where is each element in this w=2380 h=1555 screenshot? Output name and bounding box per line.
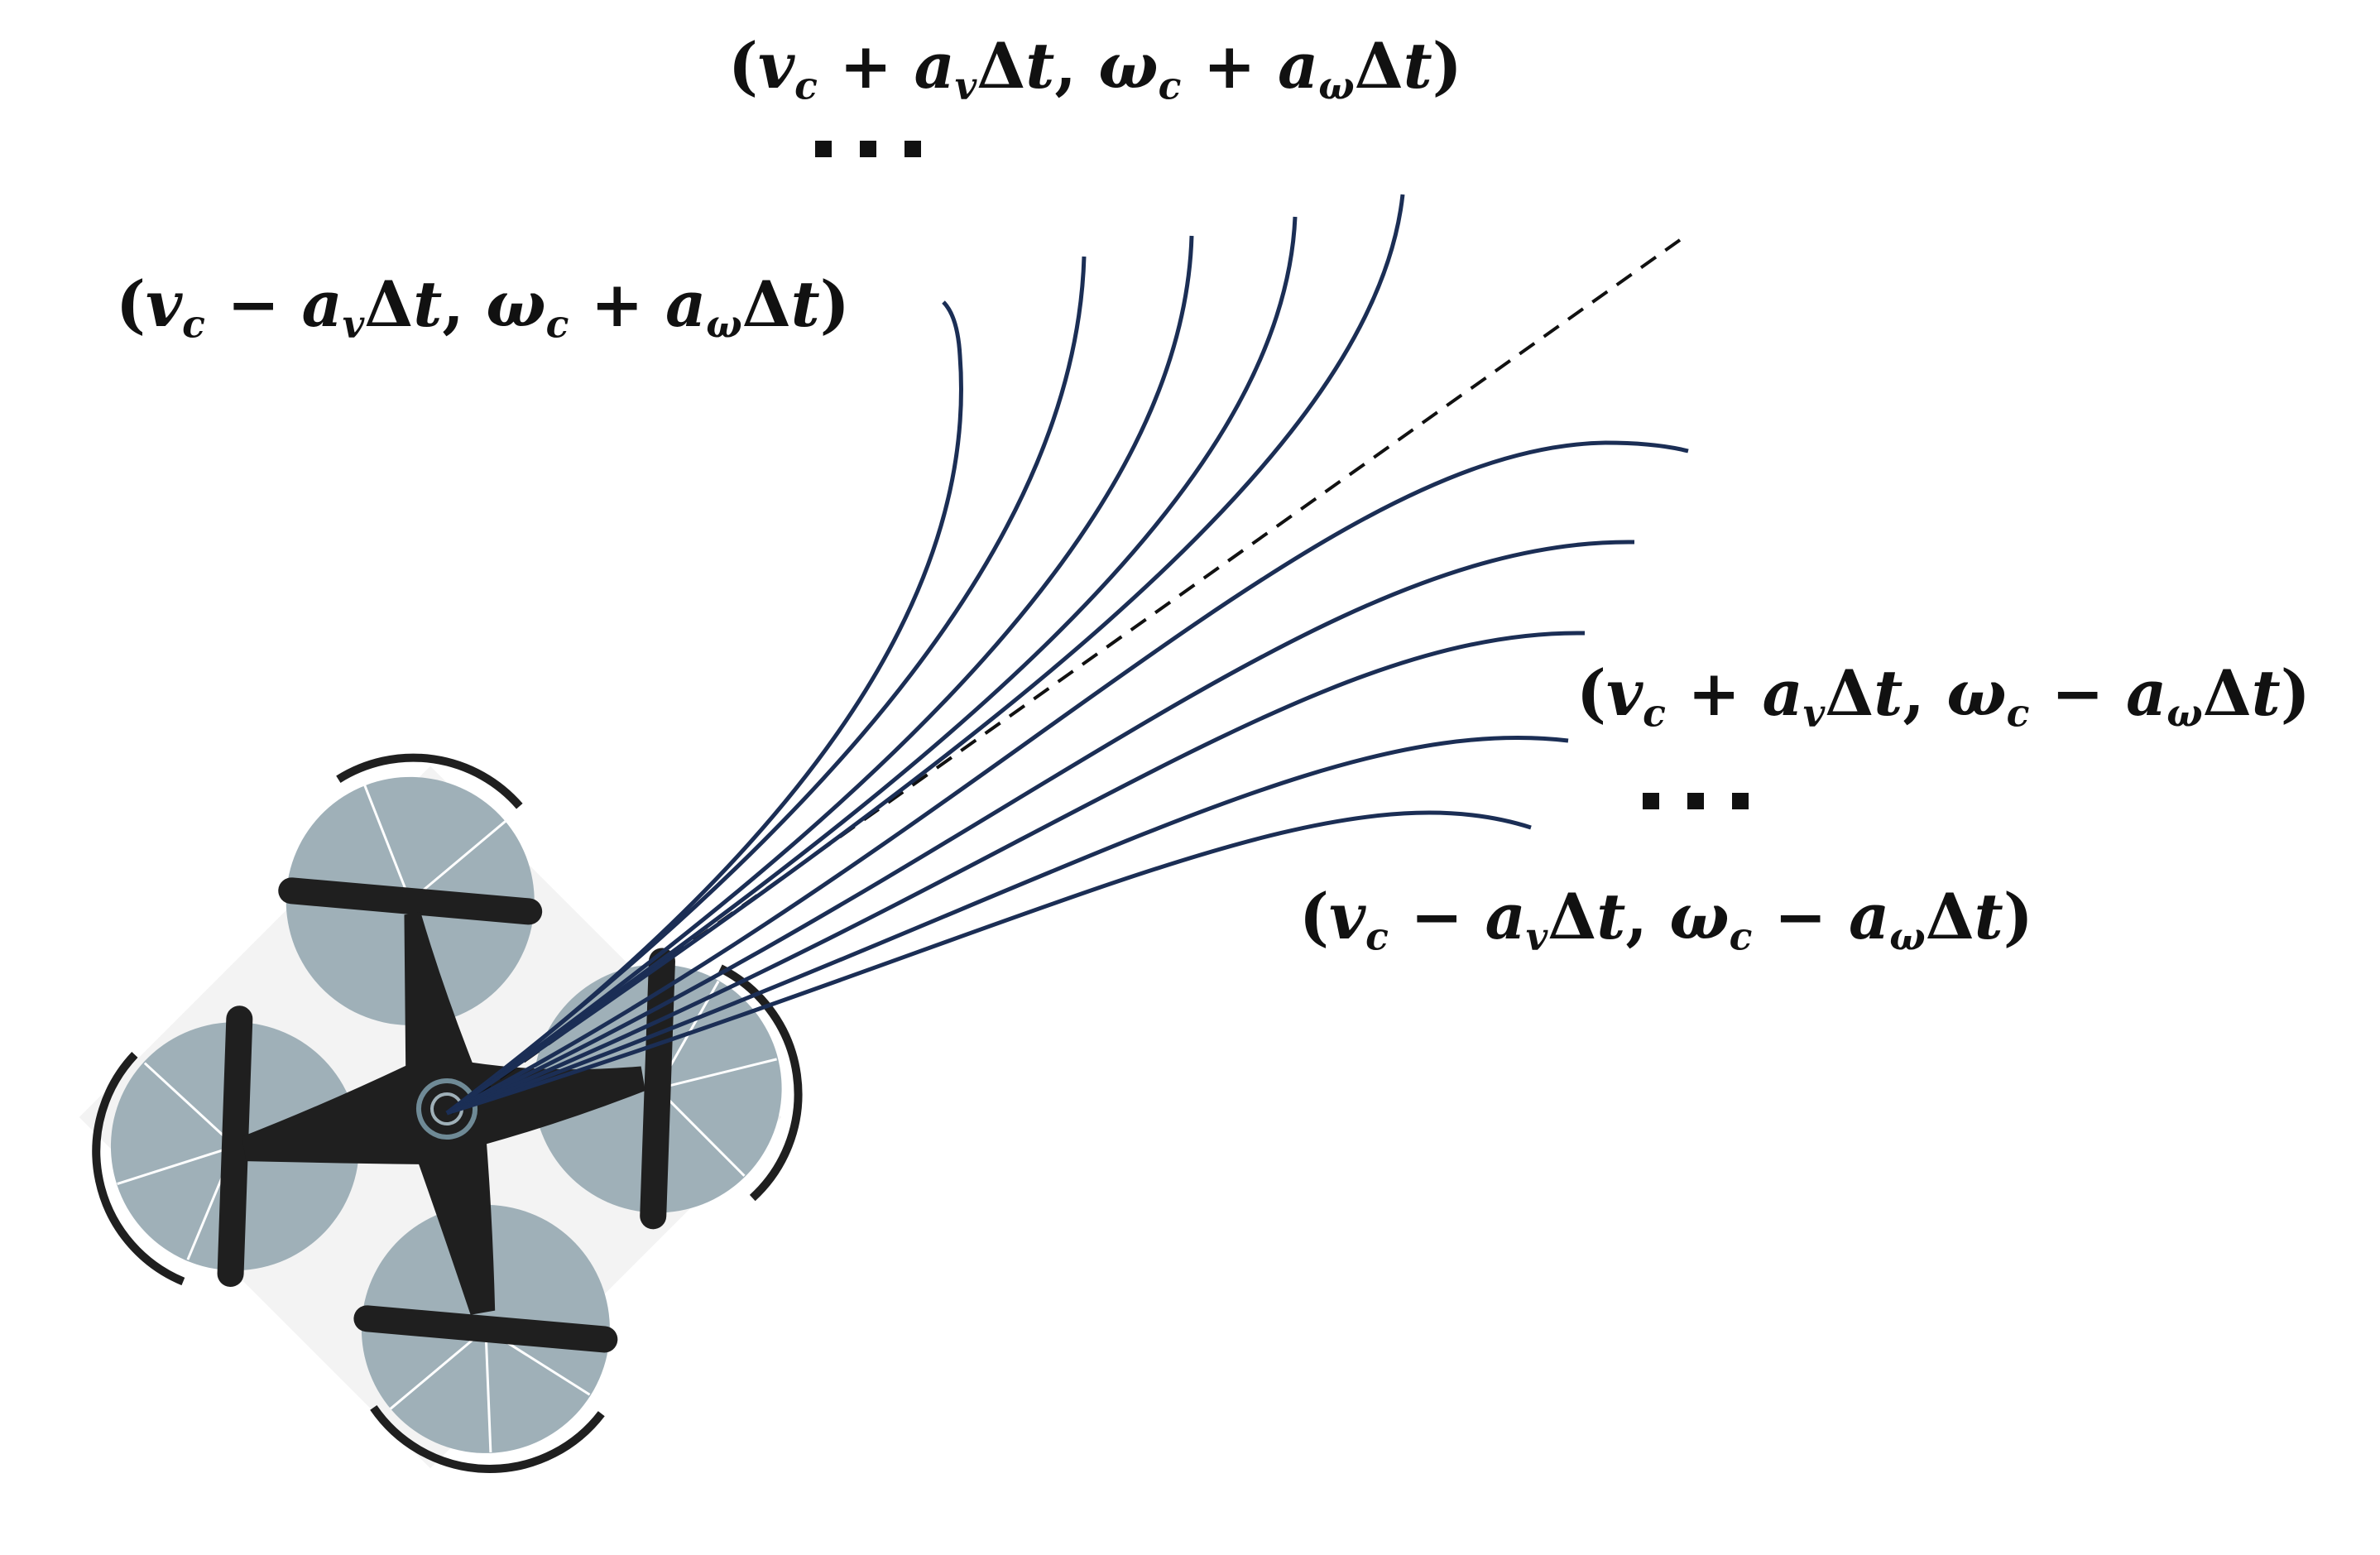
trajectory-2 [445, 256, 1087, 1115]
label-upper-left: (vc − avΔt, ωc + aωΔt) [116, 267, 850, 347]
propeller-top [278, 753, 543, 1025]
trajectory-3 [445, 235, 1194, 1116]
ellipsis-right [1643, 793, 1749, 809]
quadcopter-icon [92, 753, 803, 1473]
trajectory-4 [445, 216, 1298, 1116]
ellipsis-top [815, 141, 921, 157]
trajectory-9 [446, 736, 1569, 1116]
propeller-bottom [353, 1204, 618, 1473]
trajectory-6 [445, 440, 1689, 1116]
trajectory-8 [446, 631, 1586, 1116]
label-top: (vc + avΔt, ωc + aωΔt) [728, 29, 1462, 108]
label-right: (vc + avΔt, ωc − aωΔt) [1576, 656, 2310, 736]
trajectory-7 [445, 540, 1635, 1116]
propeller-right [533, 948, 803, 1230]
trajectory-1 [445, 300, 963, 1115]
trajectory-10 [446, 810, 1532, 1116]
label-bottom: (vc − avΔt, ωc − aωΔt) [1299, 880, 2033, 959]
trajectory-fan [445, 194, 1689, 1116]
propeller-left [92, 1005, 359, 1288]
trajectory-5 [445, 194, 1405, 1116]
